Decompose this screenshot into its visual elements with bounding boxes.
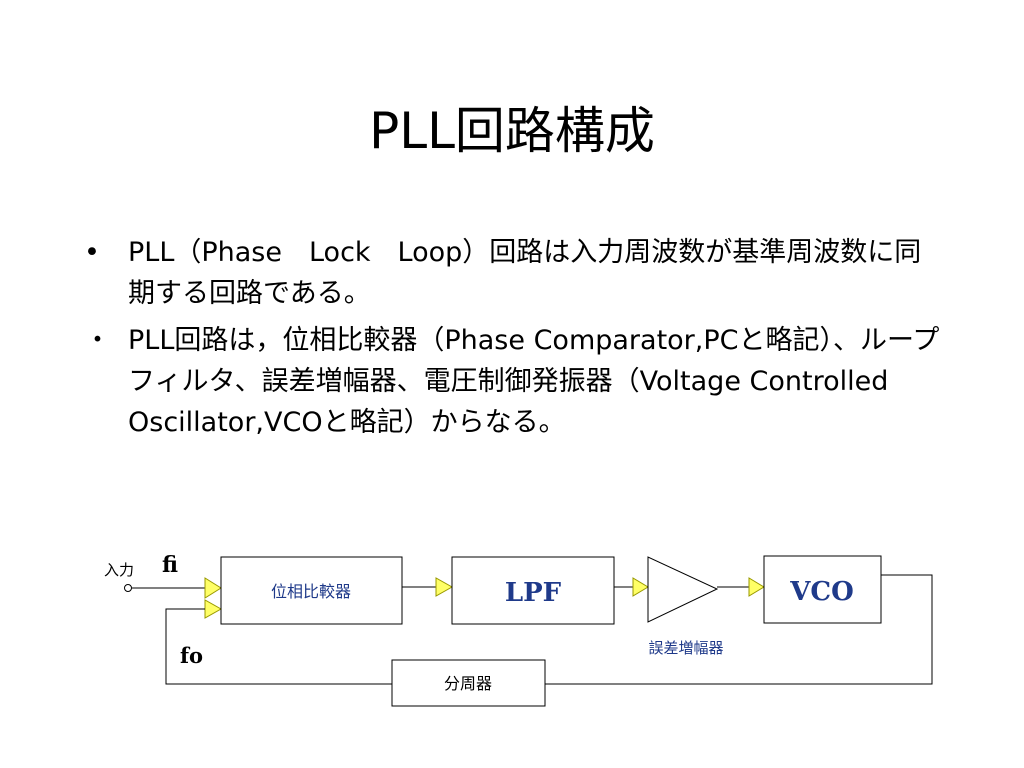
phase-comparator-block xyxy=(220,556,403,625)
arrow-lpf-icon xyxy=(435,577,454,597)
input-label: 入力 xyxy=(104,561,134,579)
bullet-marker: • xyxy=(84,237,100,268)
arrow-vco-icon xyxy=(748,577,765,597)
vco-block xyxy=(763,555,882,624)
bullet-marker: ・ xyxy=(84,325,111,356)
bullet-text: PLL回路は，位相比較器（Phase Comparator,PCと略記）、ループ… xyxy=(128,325,940,438)
divider-block xyxy=(391,659,546,707)
arrow-fi-icon xyxy=(204,577,222,599)
fo-label: fo xyxy=(180,643,203,668)
slide-title: PLL回路構成 xyxy=(369,102,655,160)
vco-label: VCO xyxy=(789,577,854,607)
amplifier-label: 誤差増幅器 xyxy=(648,639,723,657)
divider-feedback-line xyxy=(165,608,392,685)
lpf-block xyxy=(451,556,615,625)
vco-feedback-line xyxy=(545,574,933,685)
bullet-item: ・ PLL回路は，位相比較器（Phase Comparator,PCと略記）、ル… xyxy=(84,320,944,443)
input-terminal xyxy=(124,584,132,592)
lpf-label: LPF xyxy=(505,578,562,608)
arrow-fo-icon xyxy=(204,599,223,619)
divider-label: 分周器 xyxy=(444,674,492,693)
fi-label: fi xyxy=(162,552,178,578)
arrow-amp-icon xyxy=(632,577,649,597)
amplifier-triangle xyxy=(647,556,719,623)
bullet-text: PLL（Phase Lock Loop）回路は入力周波数が基準周波数に同期する回… xyxy=(128,237,922,309)
phase-comparator-label: 位相比較器 xyxy=(271,582,351,601)
bullet-item: • PLL（Phase Lock Loop）回路は入力周波数が基準周波数に同期す… xyxy=(84,232,944,314)
bullet-list: • PLL（Phase Lock Loop）回路は入力周波数が基準周波数に同期す… xyxy=(84,232,944,449)
